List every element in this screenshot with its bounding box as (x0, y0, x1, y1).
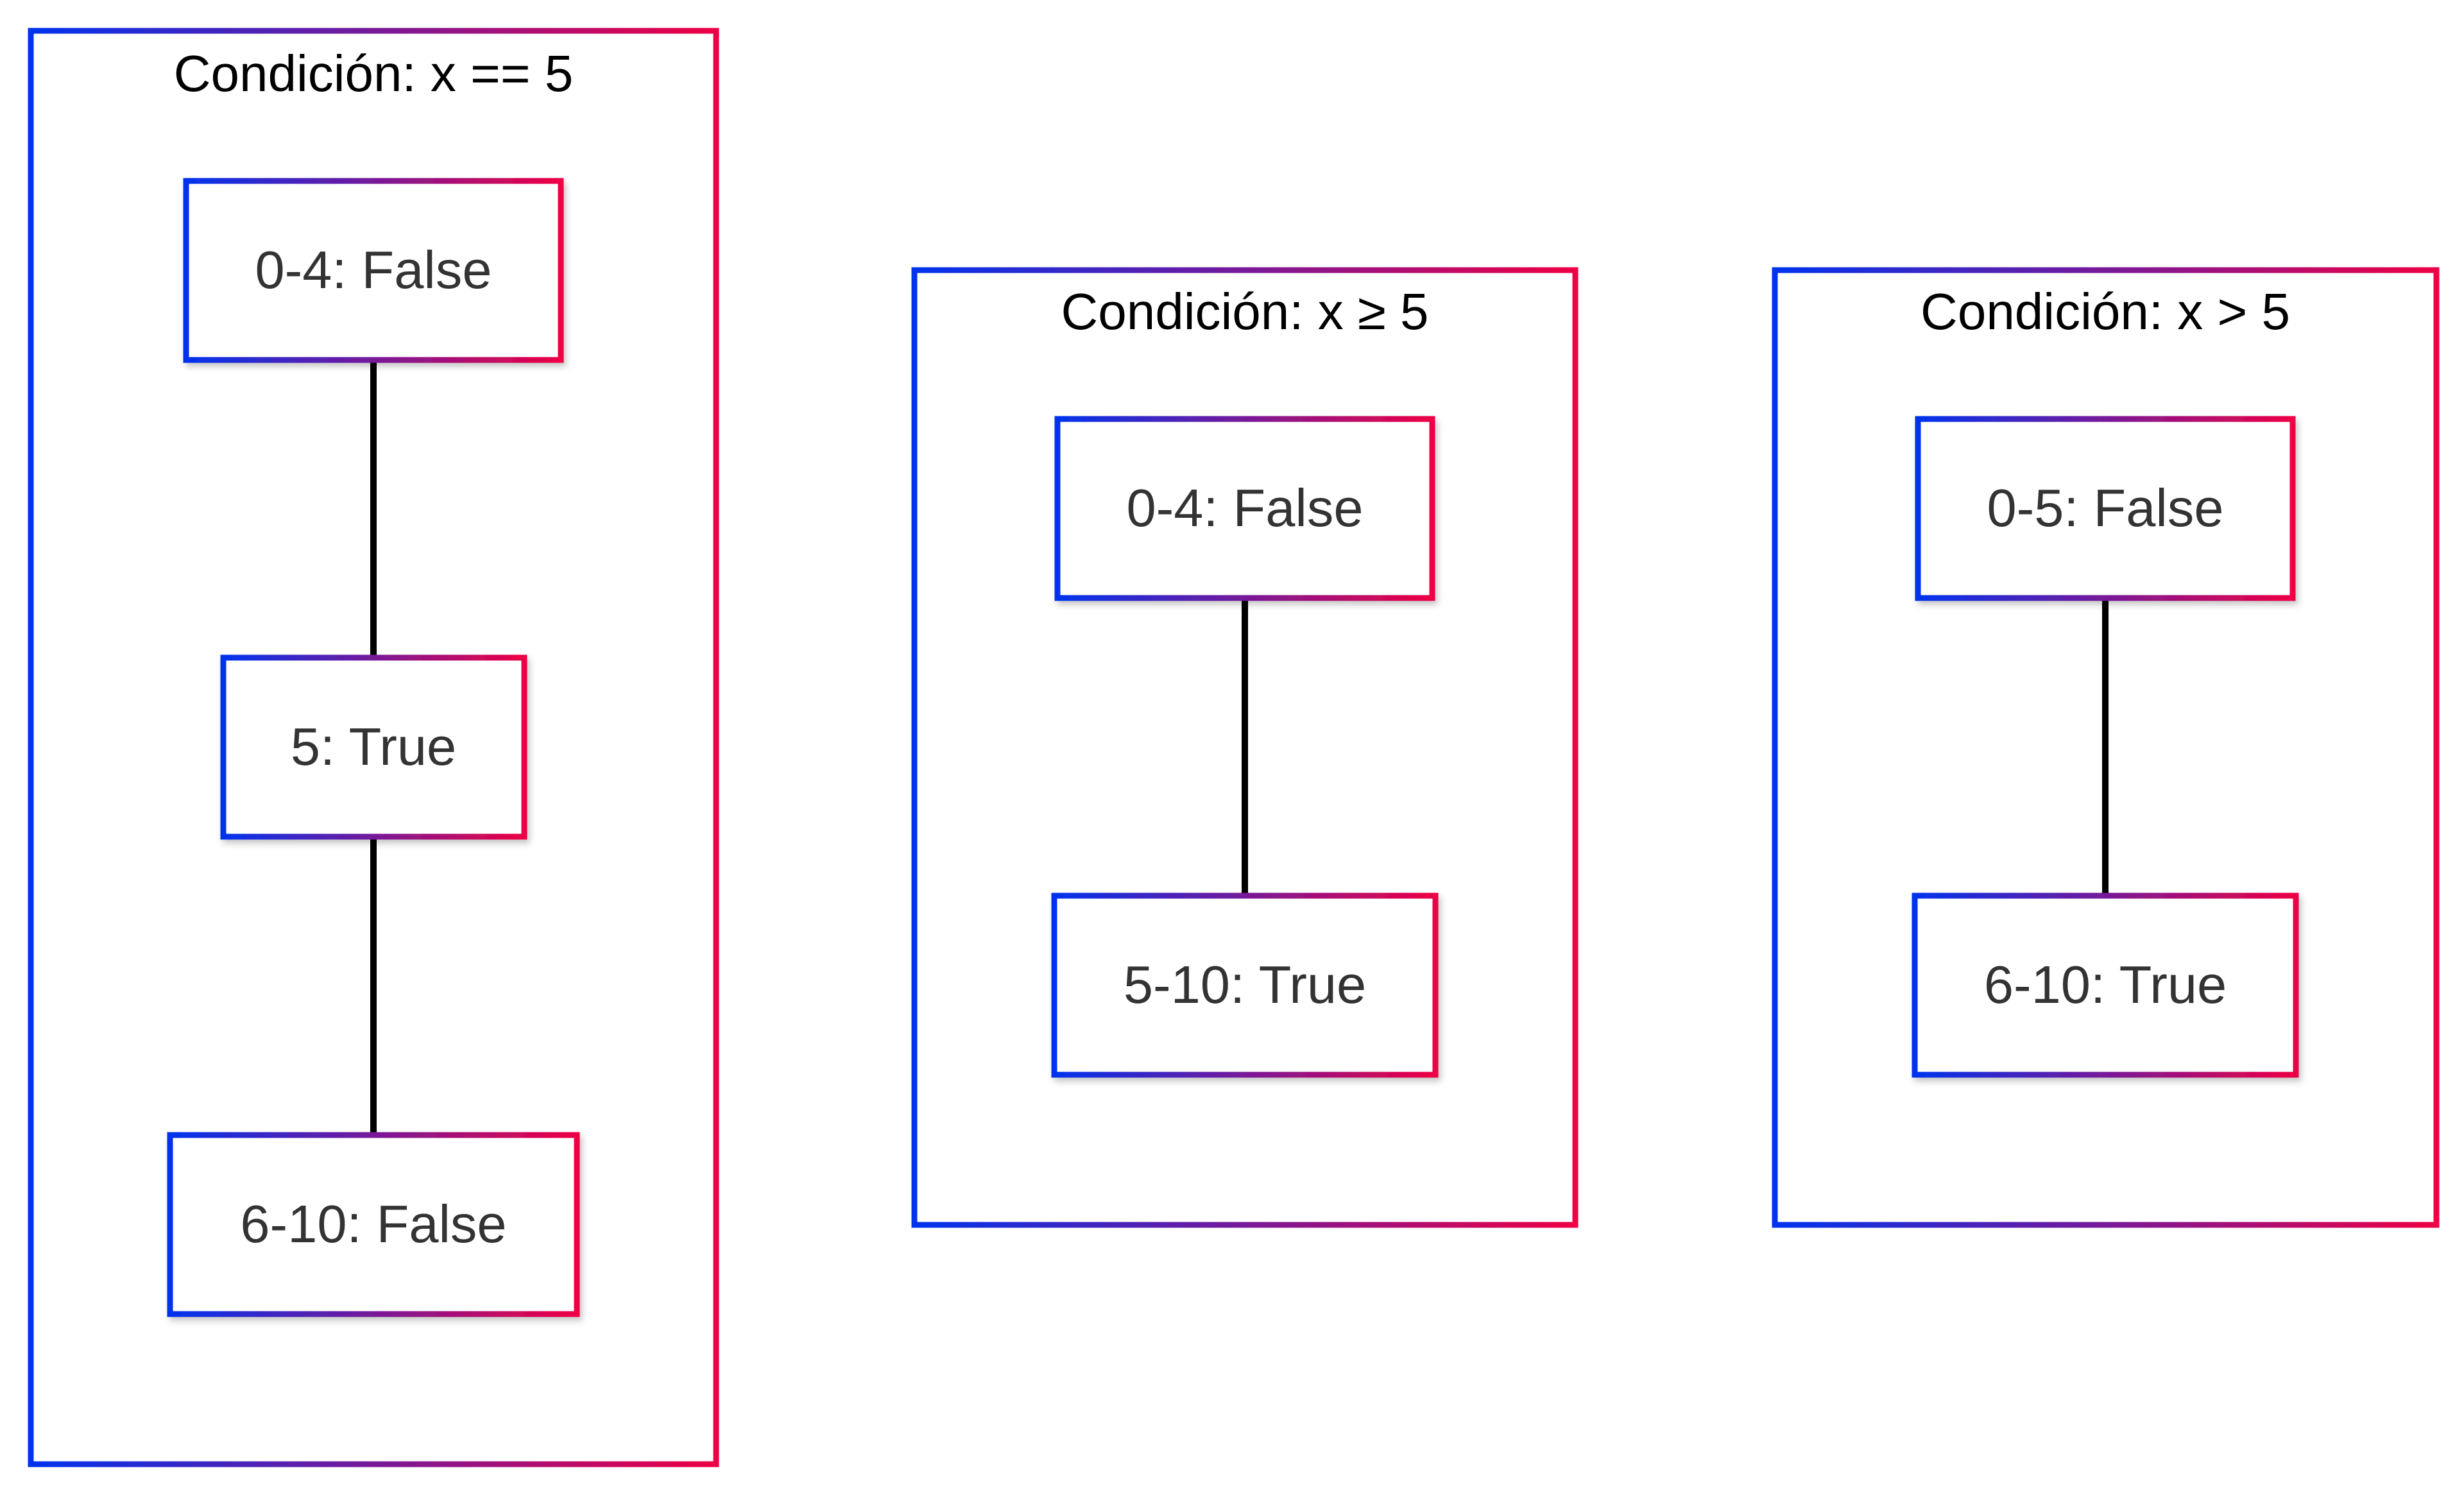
cluster-equals: Condición: x == 5 0-4: False 5: True 6-1… (28, 28, 719, 1467)
cluster-greater-equal-title: Condición: x ≥ 5 (1061, 283, 1428, 340)
node-equals-0-4: 0-4: False (183, 178, 564, 363)
node-greater-equal-5-10-label: 5-10: True (1124, 955, 1366, 1014)
node-greater-equal-0-4: 0-4: False (1054, 416, 1435, 601)
node-greater-6-10-label: 6-10: True (1984, 955, 2227, 1014)
node-greater-0-5: 0-5: False (1915, 416, 2296, 601)
node-equals-5: 5: True (220, 654, 527, 840)
cluster-greater-title: Condición: x > 5 (1921, 283, 2290, 340)
node-greater-6-10: 6-10: True (1912, 893, 2299, 1078)
node-equals-6-10: 6-10: False (167, 1132, 580, 1317)
cluster-greater: Condición: x > 5 0-5: False 6-10: True (1772, 267, 2440, 1228)
node-greater-equal-0-4-label: 0-4: False (1126, 478, 1363, 538)
node-greater-equal-5-10: 5-10: True (1051, 893, 1439, 1078)
node-equals-0-4-label: 0-4: False (255, 240, 492, 300)
node-equals-5-label: 5: True (291, 717, 456, 776)
node-equals-6-10-label: 6-10: False (240, 1194, 506, 1254)
node-greater-0-5-label: 0-5: False (1987, 478, 2223, 538)
cluster-equals-title: Condición: x == 5 (174, 45, 574, 102)
cluster-greater-equal: Condición: x ≥ 5 0-4: False 5-10: True (911, 267, 1579, 1228)
